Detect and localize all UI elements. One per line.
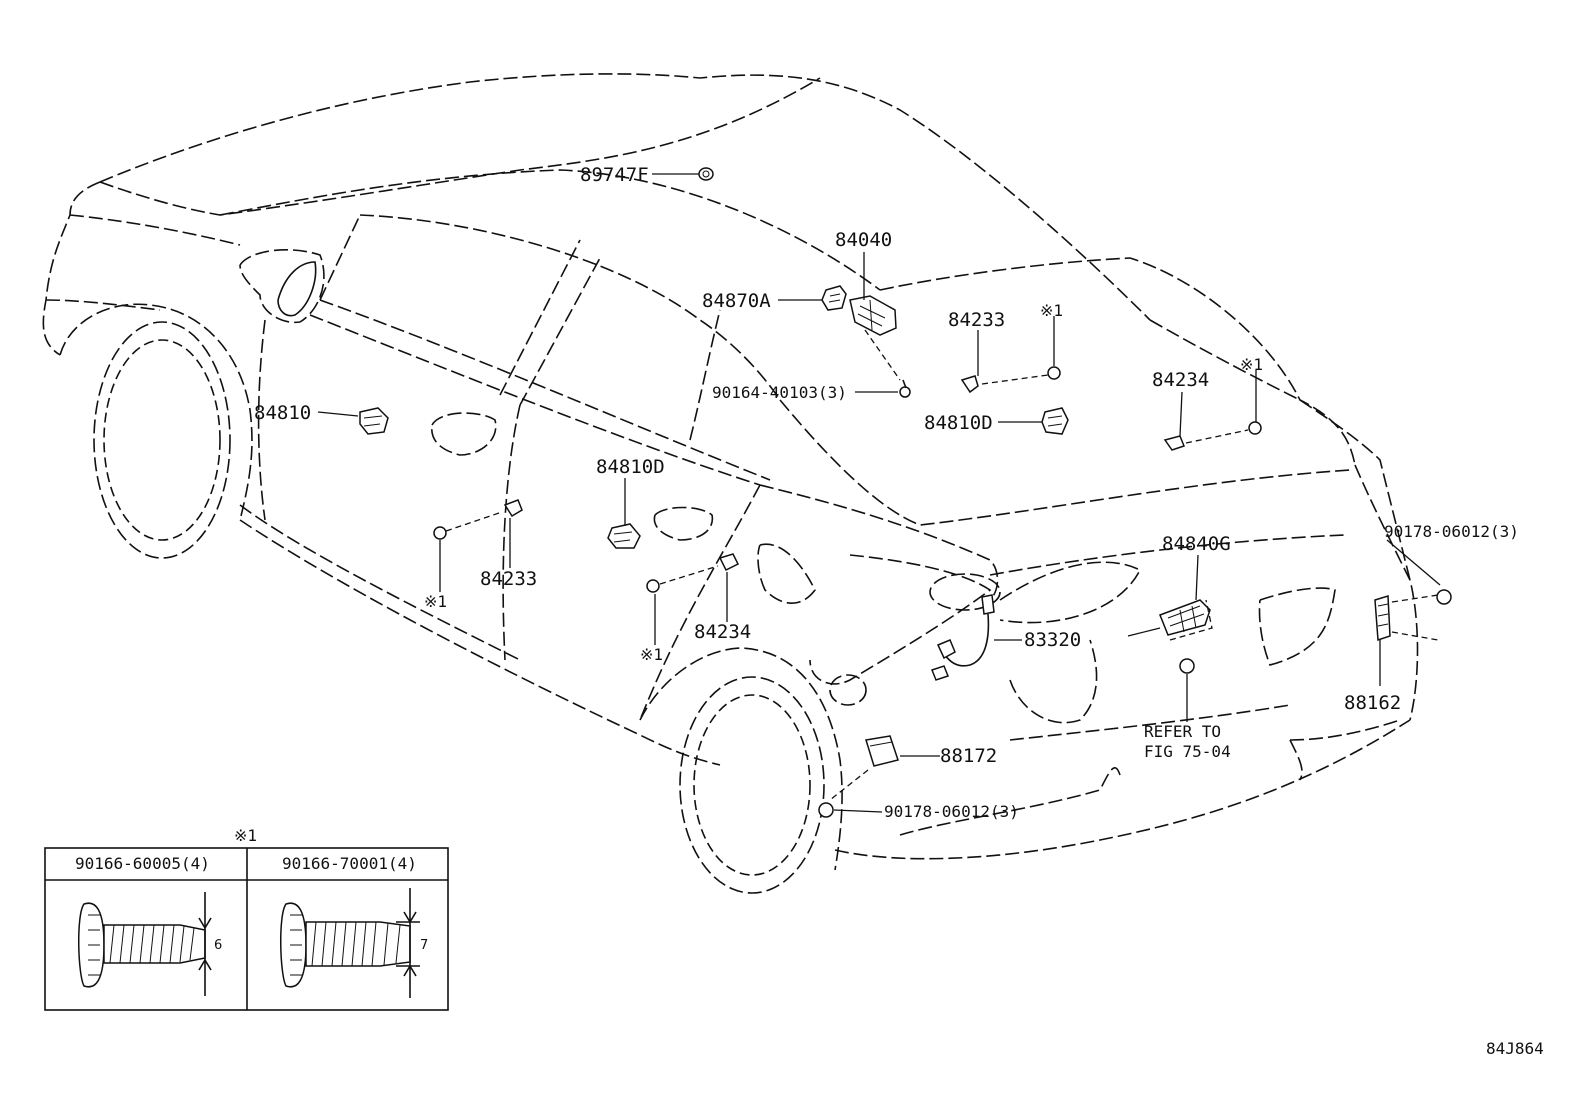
part-83320-shape (931, 594, 995, 681)
label-84234-left: 84234 (694, 621, 751, 643)
label-83320: 83320 (1024, 629, 1081, 651)
label-88172: 88172 (940, 745, 997, 767)
part-90164-shape (899, 379, 911, 398)
label-note1-d: ※1 (640, 645, 663, 664)
part-sketches (359, 167, 1452, 818)
bolt-60005-drawing: 6 (78, 892, 222, 996)
part-labels: 89747F 84040 84870A 84233 ※1 90164-40103… (254, 164, 1519, 821)
inset-col2-dim: 7 (420, 938, 428, 953)
label-84840g: 84840G (1162, 533, 1231, 555)
part-84233-left-shape (433, 499, 523, 540)
part-84810d-top-shape (1041, 407, 1069, 435)
part-84810-shape (359, 407, 389, 435)
label-84234-top: 84234 (1152, 369, 1209, 391)
bolt-70001-drawing: 7 (280, 888, 428, 998)
label-note1-b: ※1 (1240, 355, 1263, 374)
label-90178-right: 90178-06012(3) (1384, 522, 1519, 541)
label-88162: 88162 (1344, 692, 1401, 714)
label-84810: 84810 (254, 402, 311, 424)
inset-col1-header: 90166-60005(4) (75, 854, 210, 873)
label-84810d-mid: 84810D (596, 456, 665, 478)
part-84040-shape (849, 295, 901, 381)
label-note1-a: ※1 (1040, 301, 1063, 320)
label-84233-top: 84233 (948, 309, 1005, 331)
label-84870a: 84870A (702, 290, 771, 312)
inset-note: ※1 (234, 826, 257, 845)
part-84234-left-shape (646, 553, 740, 593)
label-90164: 90164-40103(3) (712, 383, 847, 402)
part-84233-top-shape (960, 366, 1061, 394)
label-90178-bottom: 90178-06012(3) (884, 802, 1019, 821)
part-88162-shape (1374, 589, 1452, 642)
label-84040: 84040 (835, 229, 892, 251)
car-body-outline (42, 73, 1419, 894)
part-84810d-mid-shape (607, 523, 641, 549)
inset-col2-header: 90166-70001(4) (282, 854, 417, 873)
bolt-inset-table: ※1 90166-60005(4) 90166-70001(4) 6 7 (44, 826, 449, 1011)
part-84840g-shape (1159, 599, 1213, 674)
part-88172-shape (818, 735, 899, 818)
label-89747f: 89747F (580, 164, 649, 186)
label-84810d-top: 84810D (924, 412, 993, 434)
inset-col1-dim: 6 (214, 938, 222, 953)
part-84234-top-shape (1163, 421, 1262, 451)
figure-code: 84J864 (1486, 1039, 1544, 1058)
label-refer-line2: FIG 75-04 (1144, 742, 1231, 761)
label-84233-left: 84233 (480, 568, 537, 590)
label-note1-c: ※1 (424, 592, 447, 611)
leader-lines (317, 173, 1441, 813)
part-89747f-shape (698, 167, 714, 181)
label-refer-line1: REFER TO (1144, 722, 1221, 741)
part-84870a-shape (821, 285, 847, 311)
